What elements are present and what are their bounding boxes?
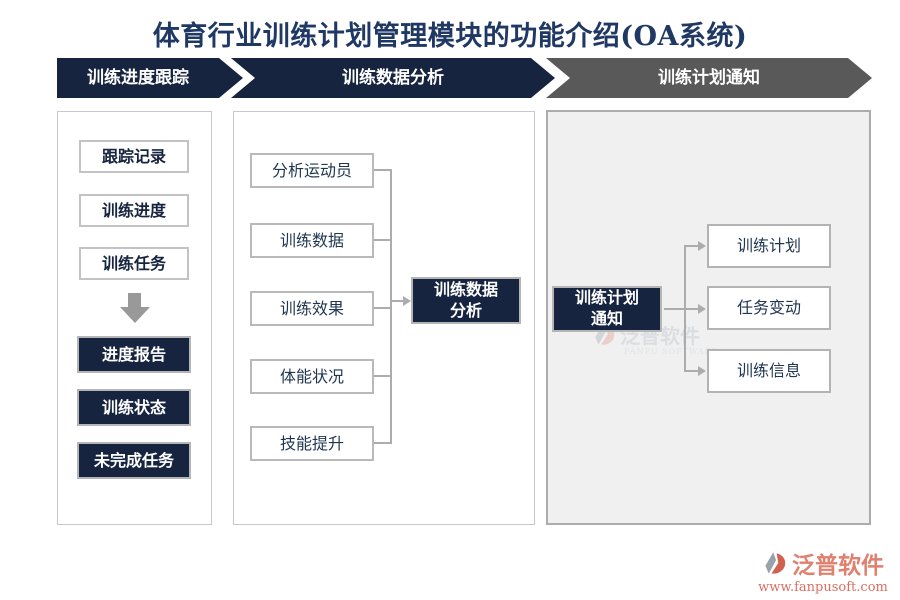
node-skill-improvement: 技能提升 bbox=[250, 426, 374, 461]
node-training-effect: 训练效果 bbox=[250, 291, 374, 326]
connector-source-stub bbox=[664, 308, 686, 310]
banner-label: 训练计划通知 bbox=[658, 68, 760, 88]
banner-training-plan-notice: 训练计划通知 bbox=[546, 58, 872, 98]
down-arrow-icon bbox=[119, 293, 150, 323]
connector-trunk bbox=[390, 169, 392, 444]
node-tracking-record: 跟踪记录 bbox=[79, 140, 189, 173]
node-training-task: 训练任务 bbox=[79, 247, 189, 280]
node-training-plan: 训练计划 bbox=[707, 224, 831, 268]
arrowhead-branch-1-icon bbox=[698, 241, 706, 251]
brand-name: 泛普软件 bbox=[792, 552, 884, 579]
banner-label: 训练进度跟踪 bbox=[87, 68, 189, 88]
node-training-status: 训练状态 bbox=[77, 389, 191, 426]
connector-stub-5 bbox=[374, 442, 392, 444]
panel-data-analysis: 分析运动员 训练数据 训练效果 体能状况 技能提升 训练数据 分析 bbox=[233, 111, 535, 525]
node-training-data: 训练数据 bbox=[250, 223, 374, 258]
connector-stub-2 bbox=[374, 239, 392, 241]
page-title: 体育行业训练计划管理模块的功能介绍(OA系统) bbox=[152, 21, 748, 52]
node-plan-notice: 训练计划 通知 bbox=[552, 286, 662, 332]
connector-branch-3 bbox=[684, 370, 699, 372]
arrowhead-branch-2-icon bbox=[698, 304, 706, 314]
connector-stub-1 bbox=[374, 169, 392, 171]
brand-logo-icon bbox=[765, 551, 786, 574]
node-training-info: 训练信息 bbox=[707, 349, 831, 393]
node-analyze-athlete: 分析运动员 bbox=[250, 153, 374, 188]
node-progress-report: 进度报告 bbox=[77, 336, 191, 373]
arrowhead-branch-3-icon bbox=[698, 366, 706, 376]
banner-label: 训练数据分析 bbox=[342, 68, 444, 88]
brand-footer: 泛普软件 www.fanpusoft.com bbox=[752, 546, 894, 595]
node-training-data-analysis: 训练数据 分析 bbox=[411, 277, 521, 324]
connector-stub-4 bbox=[374, 375, 392, 377]
node-task-change: 任务变动 bbox=[707, 286, 831, 330]
watermark-brand-sub: FANPU SOFTWARE bbox=[624, 347, 719, 356]
arrowhead-to-target-icon bbox=[403, 296, 411, 306]
connector-to-target bbox=[390, 300, 404, 302]
down-arrow-stem bbox=[128, 293, 141, 307]
brand-url: www.fanpusoft.com bbox=[758, 580, 888, 595]
panel-progress-tracking: 跟踪记录 训练进度 训练任务 进度报告 训练状态 未完成任务 bbox=[57, 111, 212, 525]
connector-branch-1 bbox=[684, 245, 699, 247]
brand-row: 泛普软件 bbox=[752, 546, 894, 580]
panel-plan-notice: 泛普软件 FANPU SOFTWARE 训练计划 通知 训练计划 任务变动 训练… bbox=[546, 110, 871, 525]
banner-training-progress-tracking: 训练进度跟踪 bbox=[57, 58, 243, 98]
banner-training-data-analysis: 训练数据分析 bbox=[231, 58, 555, 98]
down-arrow-head bbox=[119, 307, 150, 323]
node-unfinished-task: 未完成任务 bbox=[77, 442, 191, 479]
node-training-progress: 训练进度 bbox=[79, 194, 189, 227]
node-physical-condition: 体能状况 bbox=[250, 359, 374, 394]
connector-branch-2 bbox=[684, 308, 699, 310]
connector-stub-3 bbox=[374, 307, 392, 309]
